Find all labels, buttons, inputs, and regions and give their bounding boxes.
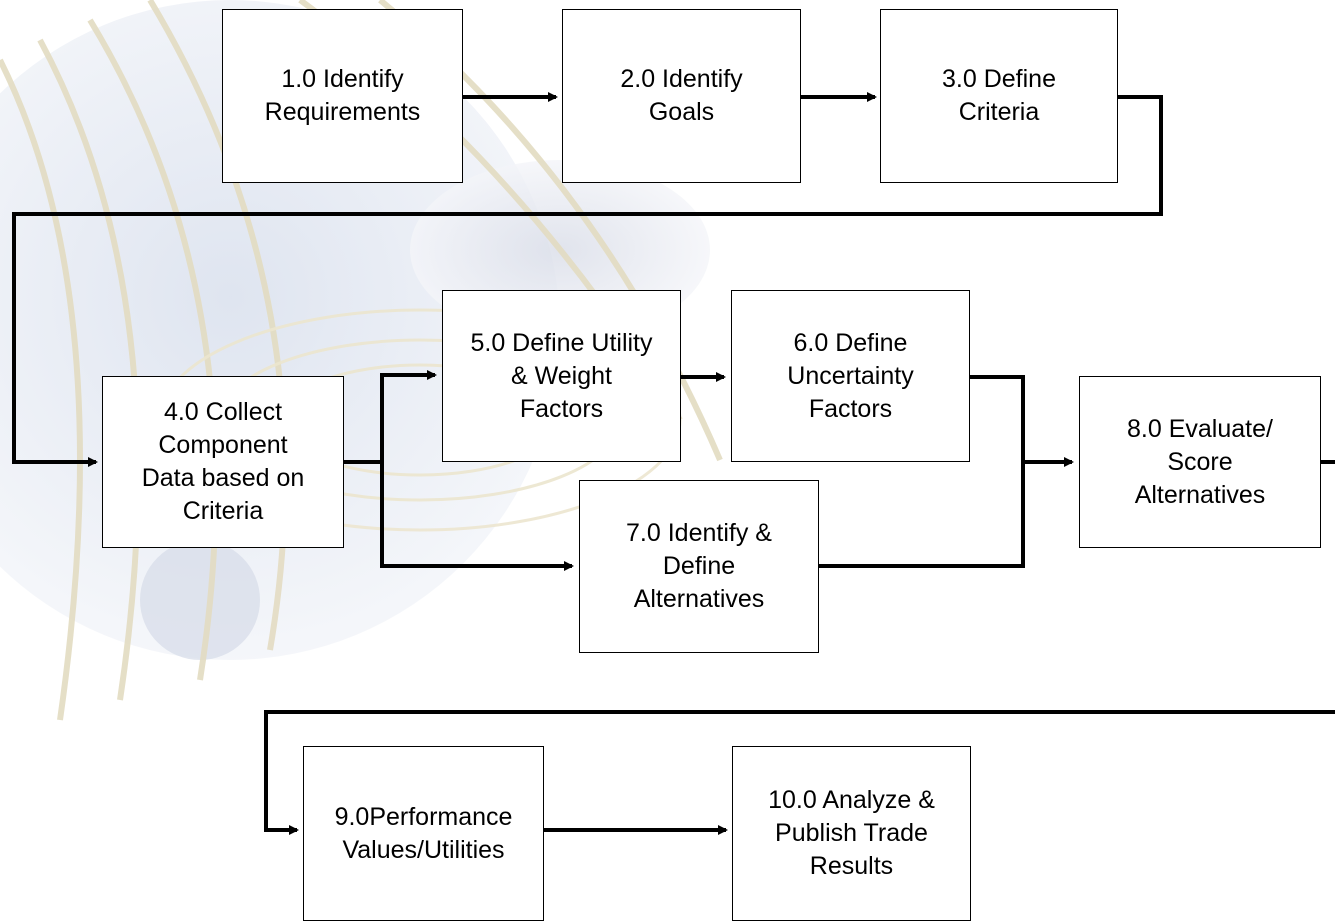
step-9-performance-values: 9.0Performance Values/Utilities	[303, 746, 544, 921]
step-3-label: 3.0 Define Criteria	[942, 65, 1056, 126]
step-5-define-utility-weight: 5.0 Define Utility & Weight Factors	[442, 290, 681, 462]
step-7-label: 7.0 Identify & Define Alternatives	[626, 519, 772, 613]
step-8-label: 8.0 Evaluate/ Score Alternatives	[1127, 414, 1273, 509]
step-2-identify-goals: 2.0 Identify Goals	[562, 9, 801, 183]
step-6-label: 6.0 Define Uncertainty Factors	[787, 328, 914, 423]
connector-4-to-7	[380, 462, 574, 571]
connector-4-to-5	[343, 370, 437, 464]
step-4-collect-component-data: 4.0 Collect Component Data based on Crit…	[102, 376, 344, 548]
step-7-identify-alternatives: 7.0 Identify & Define Alternatives	[579, 480, 819, 653]
connector-3-to-4	[12, 95, 1163, 467]
step-10-analyze-publish: 10.0 Analyze & Publish Trade Results	[732, 746, 971, 921]
step-4-label: 4.0 Collect Component Data based on Crit…	[141, 398, 305, 525]
step-10-label: 10.0 Analyze & Publish Trade Results	[768, 786, 935, 880]
connector-6-to-8	[969, 375, 1074, 467]
step-6-define-uncertainty: 6.0 Define Uncertainty Factors	[731, 290, 970, 462]
step-1-identify-requirements: 1.0 Identify Requirements	[222, 9, 463, 183]
connector-7-to-8	[818, 462, 1025, 568]
step-5-label: 5.0 Define Utility & Weight Factors	[470, 328, 653, 423]
step-1-label: 1.0 Identify Requirements	[264, 65, 421, 126]
step-8-evaluate-score: 8.0 Evaluate/ Score Alternatives	[1079, 376, 1321, 548]
step-9-label: 9.0Performance Values/Utilities	[334, 802, 513, 864]
connector-to-9	[264, 710, 1335, 835]
step-2-label: 2.0 Identify Goals	[620, 65, 743, 126]
step-3-define-criteria: 3.0 Define Criteria	[880, 9, 1118, 183]
